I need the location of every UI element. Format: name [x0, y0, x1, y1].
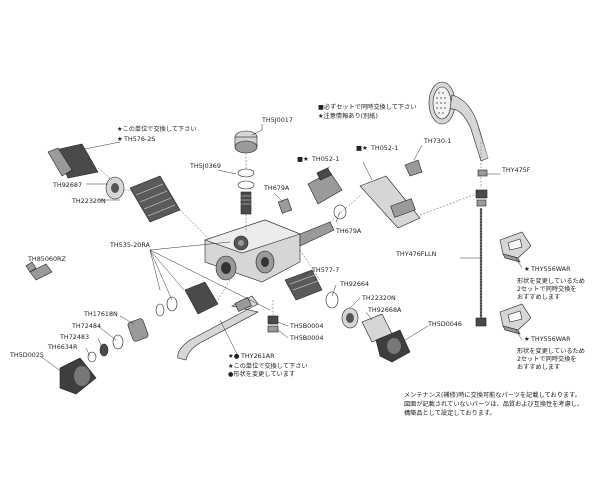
- note-top-right-1: ■必ずセットで同時交換して下さい: [318, 103, 416, 111]
- footer-note-1: メンテナンス(補修)時に交換可能なパーツを記載しております。: [404, 391, 581, 399]
- label-th5d0046: TH5D0046: [427, 320, 462, 328]
- label-th5b0004-b: TH5B0004: [289, 334, 323, 342]
- label-thy475f: THY475F: [501, 166, 531, 174]
- label-th85060rz: TH85060RZ: [27, 255, 66, 263]
- thermo-cartridge-left: [47, 143, 181, 223]
- shower-hose: [475, 142, 488, 327]
- note-unit-bottom-2: ●形状を変更しています: [228, 370, 295, 378]
- note-unit-bottom-1: ★この単位で交換して下さい: [228, 362, 308, 370]
- label-thd52-1a: TH052-1: [311, 155, 339, 163]
- diverter-group: [277, 159, 423, 229]
- holder-top: [499, 231, 532, 263]
- label-thy261ar-prefix: ★●: [228, 352, 240, 360]
- label-th72483: TH72483: [59, 333, 89, 341]
- label-thy556war-bottom-prefix: ★: [524, 335, 530, 343]
- label-th5d0025: TH5D0025: [9, 351, 44, 359]
- footer-note-3: 構築品として設定しております。: [404, 409, 496, 417]
- note-thy556-top-2: 2セットで同時交換を: [517, 285, 577, 293]
- label-th679a-top: TH679A: [263, 184, 290, 192]
- mounting-nuts: [267, 300, 279, 333]
- label-th576-2s-prefix: ★: [117, 135, 123, 143]
- note-thy556-top-3: おすすめします: [517, 294, 560, 301]
- key-tool: [25, 261, 53, 281]
- shower-head: [428, 81, 489, 162]
- label-thd52-1b-prefix: ■★: [356, 144, 368, 152]
- note-thy556-bot-3: おすすめします: [517, 364, 560, 371]
- label-th17618n: TH17618N: [83, 310, 118, 318]
- label-th5j0017: TH5J0017: [261, 116, 293, 124]
- label-thy556war-bottom: THY556WAR: [530, 335, 571, 343]
- label-th72484: TH72484: [71, 322, 101, 330]
- label-thy476flln: THY476FLLN: [395, 250, 437, 258]
- label-th577-7: TH577-7: [311, 266, 339, 274]
- label-th535-20ra: TH535-20RA: [109, 241, 151, 249]
- flow-handle: [284, 269, 411, 363]
- label-th92687: TH92687: [52, 181, 82, 189]
- spout: [177, 295, 259, 361]
- part-labels: TH5J0017 TH5J0369 TH679A ■必ずセットで同時交換して下さ…: [9, 103, 585, 417]
- assembly-lines: [97, 167, 477, 301]
- label-th576-2s: TH576-2S: [123, 135, 155, 143]
- top-cap: [234, 130, 258, 232]
- note-top-right-2: ★注意情報あり(別紙): [318, 112, 378, 120]
- label-thy556war-top-prefix: ★: [524, 265, 530, 273]
- label-th22320n-left: TH22320N: [71, 197, 106, 205]
- label-thd52-1a-prefix: ■★: [297, 155, 309, 163]
- leader-lines: [39, 124, 523, 373]
- holder-bottom: [499, 303, 532, 335]
- label-th6634r: TH6634R: [47, 343, 78, 351]
- label-th92664: TH92664: [339, 280, 369, 288]
- note-thy556-bot-1: 形状を変更しているため: [517, 347, 585, 355]
- footer-note-2: 図面が記載されていないパーツは、品質および互換性を考慮し、: [404, 400, 583, 408]
- label-thy556war-top: THY556WAR: [530, 265, 571, 273]
- label-th5j0369: TH5J0369: [189, 162, 221, 170]
- label-th679a-mid: TH679A: [335, 227, 362, 235]
- valve-body: [204, 219, 335, 283]
- label-thy261ar: THY261AR: [240, 352, 275, 360]
- note-thy556-top-1: 形状を変更しているため: [517, 277, 585, 285]
- note-thy556-bot-2: 2セットで同時交換を: [517, 355, 577, 363]
- label-th5b0004-a: TH5B0004: [289, 322, 323, 330]
- label-thd52-1b: TH052-1: [370, 144, 398, 152]
- note-unit-left: ★この単位で交換して下さい: [117, 125, 197, 133]
- label-th22320n-right: TH22320N: [361, 294, 396, 302]
- label-th730-1: TH730-1: [423, 137, 451, 145]
- temperature-handle: [59, 281, 219, 395]
- label-th92668a: TH92668A: [367, 306, 402, 314]
